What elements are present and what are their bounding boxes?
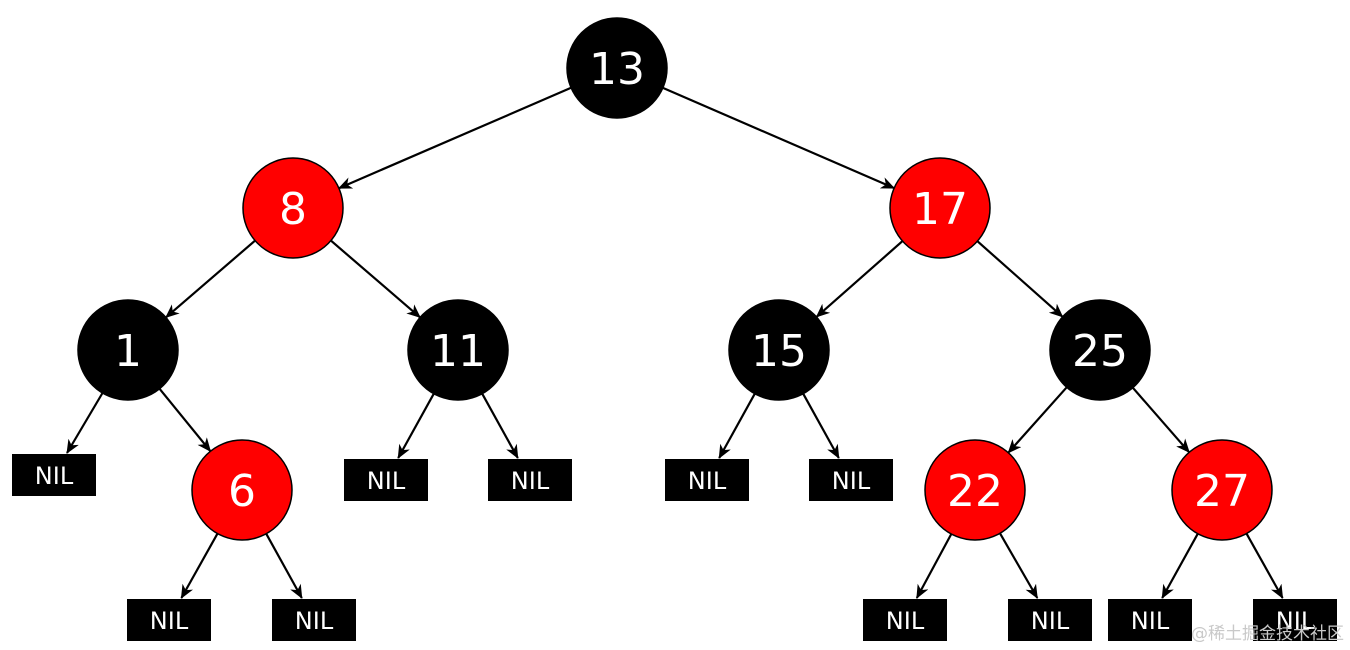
edge-n17-n25 bbox=[976, 240, 1064, 318]
node-label: 1 bbox=[114, 326, 142, 377]
watermark-text: @稀土掘金技术社区 bbox=[1191, 624, 1344, 644]
nil-6-right: NIL bbox=[272, 599, 356, 641]
edge-n13-n17 bbox=[662, 86, 896, 190]
node-label: 22 bbox=[947, 466, 1003, 517]
nil-box bbox=[272, 599, 356, 641]
edge-n6-nil-6-right bbox=[265, 533, 303, 599]
nil-15-left: NIL bbox=[665, 459, 749, 501]
edges-layer bbox=[66, 86, 1284, 599]
tree-node-13: 13 bbox=[566, 17, 668, 119]
edge-n15-nil-15-right bbox=[802, 393, 840, 459]
node-label: 11 bbox=[430, 326, 486, 377]
nil-label: NIL bbox=[367, 467, 406, 495]
nil-label: NIL bbox=[511, 467, 550, 495]
nil-label: NIL bbox=[832, 467, 871, 495]
nil-label: NIL bbox=[35, 462, 74, 490]
edge-n8-n11 bbox=[330, 239, 421, 319]
tree-node-8: 8 bbox=[242, 157, 344, 259]
node-circle-black bbox=[1049, 299, 1151, 401]
edge-n22-nil-22-left bbox=[915, 533, 953, 599]
nil-22-left: NIL bbox=[863, 599, 947, 641]
node-label: 17 bbox=[912, 184, 968, 235]
nil-box bbox=[665, 459, 749, 501]
node-circle-black bbox=[566, 17, 668, 119]
node-circle-red bbox=[1171, 439, 1273, 541]
nil-22-right: NIL bbox=[1008, 599, 1092, 641]
edge-n27-nil-27-left bbox=[1161, 533, 1199, 599]
nil-box bbox=[12, 454, 96, 496]
node-label: 25 bbox=[1072, 326, 1128, 377]
nil-27-left: NIL bbox=[1108, 599, 1192, 641]
edge-n22-nil-22-right bbox=[999, 532, 1039, 599]
node-circle-red bbox=[191, 439, 293, 541]
tree-node-1: 1 bbox=[77, 299, 179, 401]
nil-box bbox=[1108, 599, 1192, 641]
nil-15-right: NIL bbox=[809, 459, 893, 501]
tree-node-11: 11 bbox=[407, 299, 509, 401]
nil-11-right: NIL bbox=[488, 459, 572, 501]
node-label: 6 bbox=[228, 466, 256, 517]
nil-11-left: NIL bbox=[344, 459, 428, 501]
edge-n8-n1 bbox=[165, 239, 256, 319]
edge-n11-nil-11-left bbox=[397, 393, 435, 459]
nil-box bbox=[1253, 599, 1337, 641]
nil-label: NIL bbox=[295, 607, 334, 635]
nil-box bbox=[1008, 599, 1092, 641]
nil-label: NIL bbox=[1031, 607, 1070, 635]
edge-n25-n22 bbox=[1007, 386, 1068, 454]
nil-label: NIL bbox=[886, 607, 925, 635]
node-circle-red bbox=[242, 157, 344, 259]
nil-box bbox=[344, 459, 428, 501]
nil-box bbox=[809, 459, 893, 501]
edge-n11-nil-11-right bbox=[481, 393, 519, 459]
nil-label: NIL bbox=[1276, 607, 1315, 635]
nil-box bbox=[488, 459, 572, 501]
edge-n6-nil-6-left bbox=[180, 533, 219, 599]
edge-n17-n15 bbox=[815, 240, 904, 318]
node-circle-black bbox=[407, 299, 509, 401]
nil-box bbox=[863, 599, 947, 641]
node-label: 15 bbox=[751, 326, 807, 377]
nil-6-left: NIL bbox=[127, 599, 211, 641]
edge-n27-nil-27-right bbox=[1245, 533, 1284, 599]
node-label: 13 bbox=[589, 44, 645, 95]
tree-node-22: 22 bbox=[924, 439, 1026, 541]
nil-label: NIL bbox=[688, 467, 727, 495]
nil-label: NIL bbox=[150, 607, 189, 635]
edge-n1-n6 bbox=[158, 388, 212, 452]
tree-node-17: 17 bbox=[889, 157, 991, 259]
nil-label: NIL bbox=[1131, 607, 1170, 635]
node-circle-black bbox=[77, 299, 179, 401]
nil-1-left: NIL bbox=[12, 454, 96, 496]
nil-leaves-layer: NIL NIL NIL NIL NIL NIL NIL NIL NIL NIL NIL bbox=[12, 454, 1337, 641]
node-circle-red bbox=[924, 439, 1026, 541]
nil-27-right: NIL bbox=[1253, 599, 1337, 641]
edge-n13-n8 bbox=[337, 86, 572, 190]
tree-node-25: 25 bbox=[1049, 299, 1151, 401]
node-label: 27 bbox=[1194, 466, 1250, 517]
nil-box bbox=[127, 599, 211, 641]
node-circle-black bbox=[728, 299, 830, 401]
tree-node-15: 15 bbox=[728, 299, 830, 401]
edge-n15-nil-15-left bbox=[718, 393, 756, 459]
node-circle-red bbox=[889, 157, 991, 259]
tree-node-27: 27 bbox=[1171, 439, 1273, 541]
edge-n1-nil-1-left bbox=[66, 392, 104, 454]
tree-node-6: 6 bbox=[191, 439, 293, 541]
edge-n25-n27 bbox=[1131, 386, 1191, 454]
node-label: 8 bbox=[279, 184, 307, 235]
